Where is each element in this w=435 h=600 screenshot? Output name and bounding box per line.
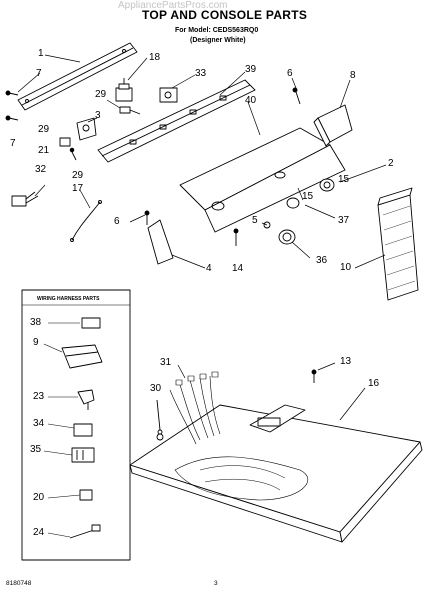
endcap-4-shape [147,219,174,265]
document-number: 8180748 [6,580,32,587]
wire-17-shape [70,200,102,242]
label-part-7-top: 7 [36,68,42,79]
screw-7-bottom-shape [5,115,19,121]
label-part-16: 16 [368,378,380,389]
wiring-harness-title: WIRING HARNESS PARTS [37,296,100,302]
label-part-4: 4 [206,263,212,274]
lower-leader-lines [177,362,366,421]
label-part-21: 21 [38,145,50,156]
clip-29-shape [119,106,141,115]
label-part-18: 18 [149,52,161,63]
switch-33-shape [159,87,178,103]
label-part-6-top: 6 [287,68,293,79]
harness-20-shape [79,489,93,501]
harness-35-shape [71,447,95,463]
label-harness-20: 20 [33,492,45,503]
knob-36-shape [278,229,296,245]
label-harness-38: 38 [30,317,42,328]
harness-24-shape [69,524,101,539]
label-part-39: 39 [245,64,257,75]
label-harness-34: 34 [33,418,45,429]
label-part-37: 37 [338,215,350,226]
console-panel-39-shape [97,79,256,163]
label-part-7-bottom: 7 [10,138,16,149]
label-part-40: 40 [245,95,257,106]
screw-6-top-shape [292,87,301,105]
label-part-5: 5 [252,215,258,226]
label-part-13: 13 [340,356,352,367]
label-part-2: 2 [388,158,394,169]
console-40-shape [179,127,346,233]
label-part-8: 8 [350,70,356,81]
label-part-31: 31 [160,357,172,368]
label-part-3: 3 [95,110,101,121]
diagram-title: TOP AND CONSOLE PARTS [142,8,308,22]
screw-14-shape [233,228,239,246]
screw-29-left-shape [69,147,77,161]
harness-31-shape [169,371,221,445]
timer-18-shape [115,78,133,102]
label-part-15-a: 15 [338,174,350,185]
page-number: 3 [214,580,218,587]
model-line: For Model: CEDS563RQ0 [175,27,259,34]
label-harness-23: 23 [33,391,45,402]
label-part-15-b: 15 [302,191,314,202]
clip-21-shape [59,137,71,147]
label-part-33: 33 [195,68,207,79]
knob-15-upper-shape [319,178,335,192]
label-harness-24: 24 [33,527,45,538]
label-part-1: 1 [38,48,44,59]
leader-lines [17,54,387,269]
label-part-14: 14 [232,263,244,274]
harness-leaders [43,322,81,538]
harness-23-shape [77,389,95,410]
label-harness-9: 9 [33,337,39,348]
label-harness-35: 35 [30,444,42,455]
label-part-29-c: 29 [72,170,84,181]
label-part-29-a: 29 [95,89,107,100]
label-part-36: 36 [316,255,328,266]
harness-38-shape [81,317,101,329]
lint-filter-10-shape [377,187,419,301]
screw-7-top-shape [5,90,19,96]
harness-9-shape [61,344,103,369]
harness-34-shape [73,423,93,437]
label-part-32: 32 [35,164,47,175]
top-panel-16-shape [129,404,423,543]
label-part-29-b: 29 [38,124,50,135]
part-30-shape [156,399,163,435]
label-part-6-left: 6 [114,216,120,227]
endcap-8-shape [313,104,353,147]
knob-15-lower-shape [286,197,300,209]
color-line: (Designer White) [190,37,246,44]
label-part-17: 17 [72,183,84,194]
label-part-30: 30 [150,383,162,394]
watermark: AppliancePartsPros.com [118,0,228,11]
rear-bracket-shape [17,42,138,111]
label-part-10: 10 [340,262,352,273]
screw-6-left-shape [144,210,150,225]
bracket-3-shape [76,117,97,141]
connector-32-shape [11,191,39,207]
screw-13-shape [311,369,317,383]
